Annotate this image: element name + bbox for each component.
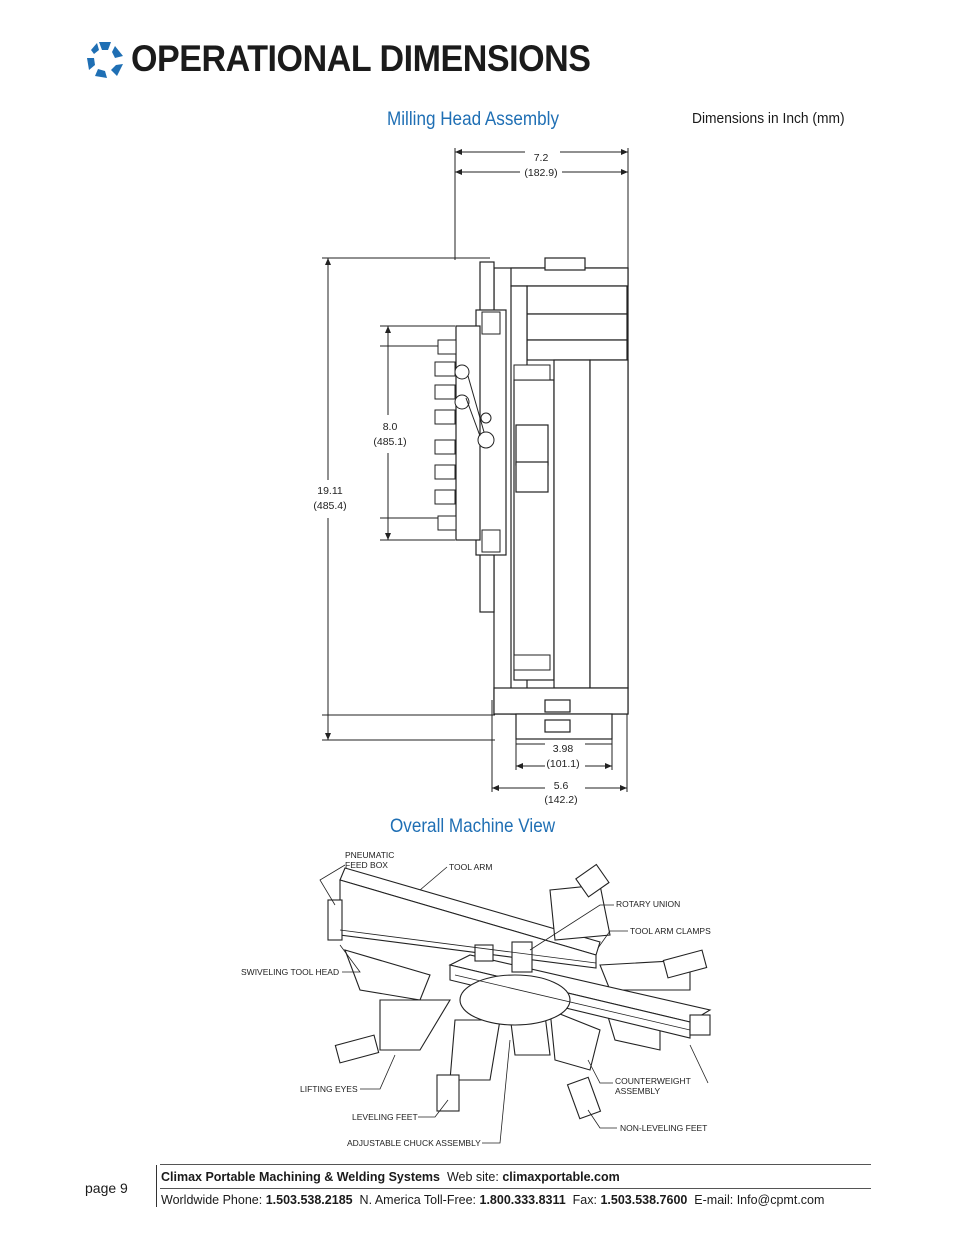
callout-pneumatic-line2: FEED BOX (345, 860, 388, 870)
callout-adjustable-chuck: ADJUSTABLE CHUCK ASSEMBLY (347, 1138, 481, 1148)
overall-machine-drawing: PNEUMATIC FEED BOX TOOL ARM ROTARY UNION… (241, 850, 712, 1148)
fax-label: Fax: (572, 1193, 597, 1207)
tollfree-number: 1.800.333.8311 (479, 1193, 566, 1207)
dim-width-bottom-outer-mm: (142.2) (544, 794, 577, 806)
dim-height-inner: 8.0 (383, 421, 398, 433)
dim-width-top-mm: (182.9) (524, 167, 557, 179)
milling-head-drawing: 7.2 (182.9) 19.11 (485.4) 8.0 (485.1) 3.… (313, 148, 629, 806)
callout-tool-arm-clamps: TOOL ARM CLAMPS (630, 926, 711, 936)
units-note: Dimensions in Inch (mm) (692, 110, 845, 127)
dim-width-top: 7.2 (534, 152, 549, 164)
footer-contact-line: Worldwide Phone: 1.503.538.2185 N. Ameri… (161, 1193, 824, 1207)
dim-height-total-mm: (485.4) (313, 500, 346, 512)
callout-pneumatic-line1: PNEUMATIC (345, 850, 394, 860)
callout-counterweight-line2: ASSEMBLY (615, 1086, 661, 1096)
phone-label: Worldwide Phone: (161, 1193, 263, 1207)
company-name: Climax Portable Machining & Welding Syst… (161, 1170, 440, 1184)
footer-rule-middle (160, 1188, 871, 1189)
overall-view-title: Overall Machine View (390, 816, 556, 837)
phone-number: 1.503.538.2185 (265, 1193, 353, 1207)
email-address[interactable]: Info@cpmt.com (736, 1193, 825, 1207)
email-label: E-mail: (694, 1193, 734, 1207)
footer-divider (156, 1165, 157, 1207)
dim-height-total: 19.11 (317, 485, 343, 497)
footer-rule-top (160, 1164, 871, 1165)
fax-number: 1.503.538.7600 (600, 1193, 688, 1207)
tollfree-label: N. America Toll-Free: (359, 1193, 477, 1207)
dim-width-bottom-inner: 3.98 (553, 743, 574, 755)
callout-tool-arm: TOOL ARM (449, 862, 492, 872)
callout-rotary-union: ROTARY UNION (616, 899, 680, 909)
dim-width-bottom-outer: 5.6 (554, 780, 569, 792)
dim-height-inner-mm: (485.1) (373, 436, 406, 448)
milling-head-title: Milling Head Assembly (387, 109, 560, 130)
callout-leveling-feet: LEVELING FEET (352, 1112, 418, 1122)
website-link[interactable]: climaxportable.com (502, 1170, 620, 1184)
climax-logo-icon (87, 42, 123, 78)
dim-width-bottom-inner-mm: (101.1) (546, 758, 579, 770)
website-label: Web site: (446, 1170, 499, 1184)
page-number: page 9 (85, 1180, 128, 1196)
callout-non-leveling-feet: NON-LEVELING FEET (620, 1123, 707, 1133)
footer-company-line: Climax Portable Machining & Welding Syst… (161, 1170, 620, 1184)
callout-lifting-eyes: LIFTING EYES (300, 1084, 358, 1094)
page-title: OPERATIONAL DIMENSIONS (131, 38, 591, 79)
callout-counterweight-line1: COUNTERWEIGHT (615, 1076, 691, 1086)
callout-swiveling-tool-head: SWIVELING TOOL HEAD (241, 967, 339, 977)
